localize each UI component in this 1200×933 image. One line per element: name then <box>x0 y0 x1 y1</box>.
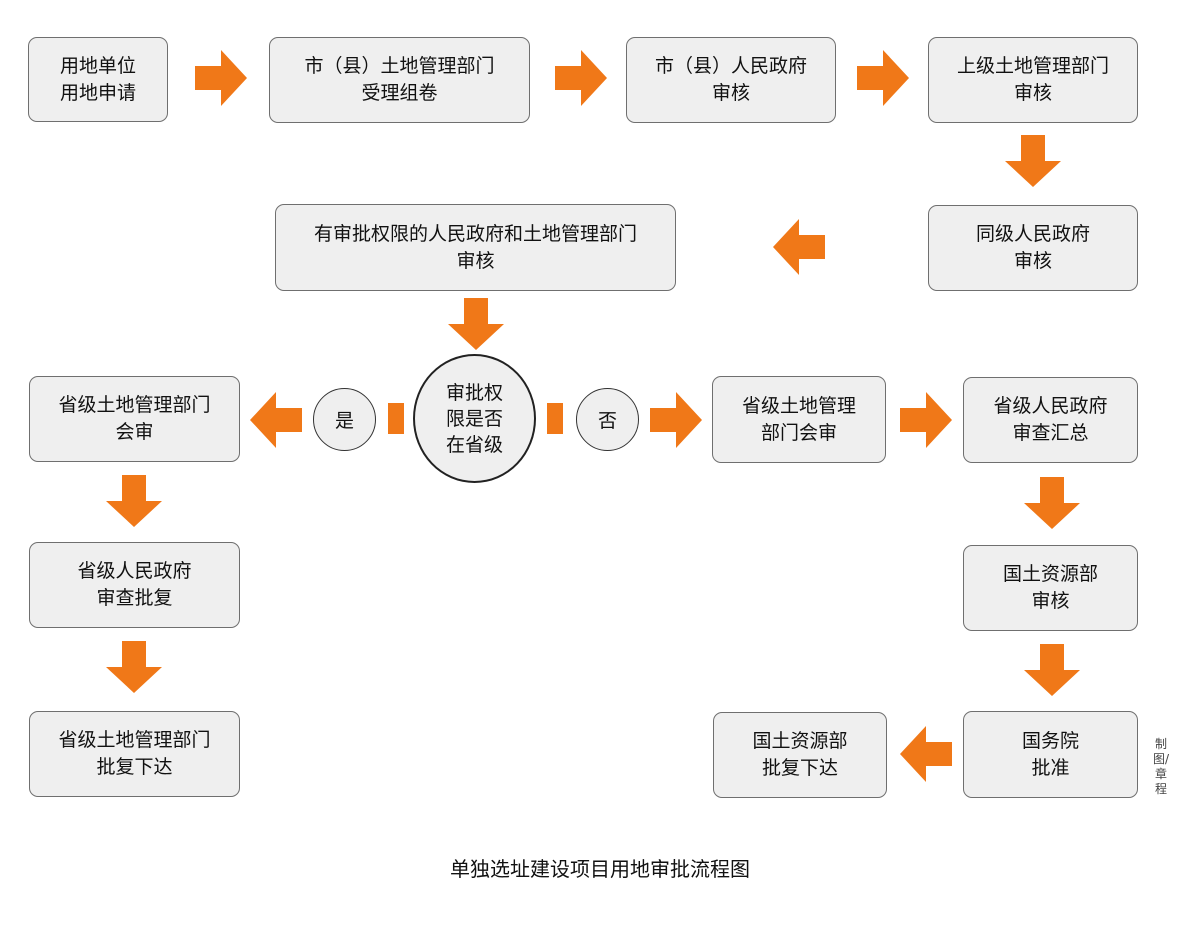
node-city-gov: 市（县）人民政府 审核 <box>626 37 836 123</box>
arrow-right-no <box>650 392 702 448</box>
decision-node: 审批权 限是否 在省级 <box>413 354 536 483</box>
node-city-land: 市（县）土地管理部门 受理组卷 <box>269 37 530 123</box>
connector-dash-left <box>388 403 404 434</box>
node-prov-land-issue: 省级土地管理部门 批复下达 <box>29 711 240 797</box>
connector-dash-right <box>547 403 563 434</box>
node-upper-land: 上级土地管理部门 审核 <box>928 37 1138 123</box>
arrow-down-left-1 <box>106 475 162 527</box>
node-prov-land-joint-right: 省级土地管理 部门会审 <box>712 376 886 463</box>
arrow-right-4 <box>900 392 952 448</box>
arrow-left-yes <box>250 392 302 448</box>
arrow-down-2 <box>448 298 504 350</box>
arrow-down-right-1 <box>1024 477 1080 529</box>
arrow-down-1 <box>1005 135 1061 187</box>
arrow-right-1 <box>195 50 247 106</box>
no-label: 否 <box>576 388 639 451</box>
arrow-right-3 <box>857 50 909 106</box>
arrow-down-left-2 <box>106 641 162 693</box>
node-prov-land-joint-left: 省级土地管理部门 会审 <box>29 376 240 462</box>
arrow-left-2 <box>900 726 952 782</box>
credit-text: 制图/章程 <box>1153 737 1170 796</box>
diagram-title: 单独选址建设项目用地审批流程图 <box>450 857 750 881</box>
node-same-gov: 同级人民政府 审核 <box>928 205 1138 291</box>
node-prov-gov-summary: 省级人民政府 审查汇总 <box>963 377 1138 463</box>
arrow-right-2 <box>555 50 607 106</box>
node-prov-gov-approve: 省级人民政府 审查批复 <box>29 542 240 628</box>
node-authorized: 有审批权限的人民政府和土地管理部门 审核 <box>275 204 676 291</box>
node-mlr-issue: 国土资源部 批复下达 <box>713 712 887 798</box>
node-apply: 用地单位 用地申请 <box>28 37 168 122</box>
node-state-council: 国务院 批准 <box>963 711 1138 798</box>
arrow-down-right-2 <box>1024 644 1080 696</box>
node-mlr-review: 国土资源部 审核 <box>963 545 1138 631</box>
yes-label: 是 <box>313 388 376 451</box>
arrow-left-1 <box>773 219 825 275</box>
